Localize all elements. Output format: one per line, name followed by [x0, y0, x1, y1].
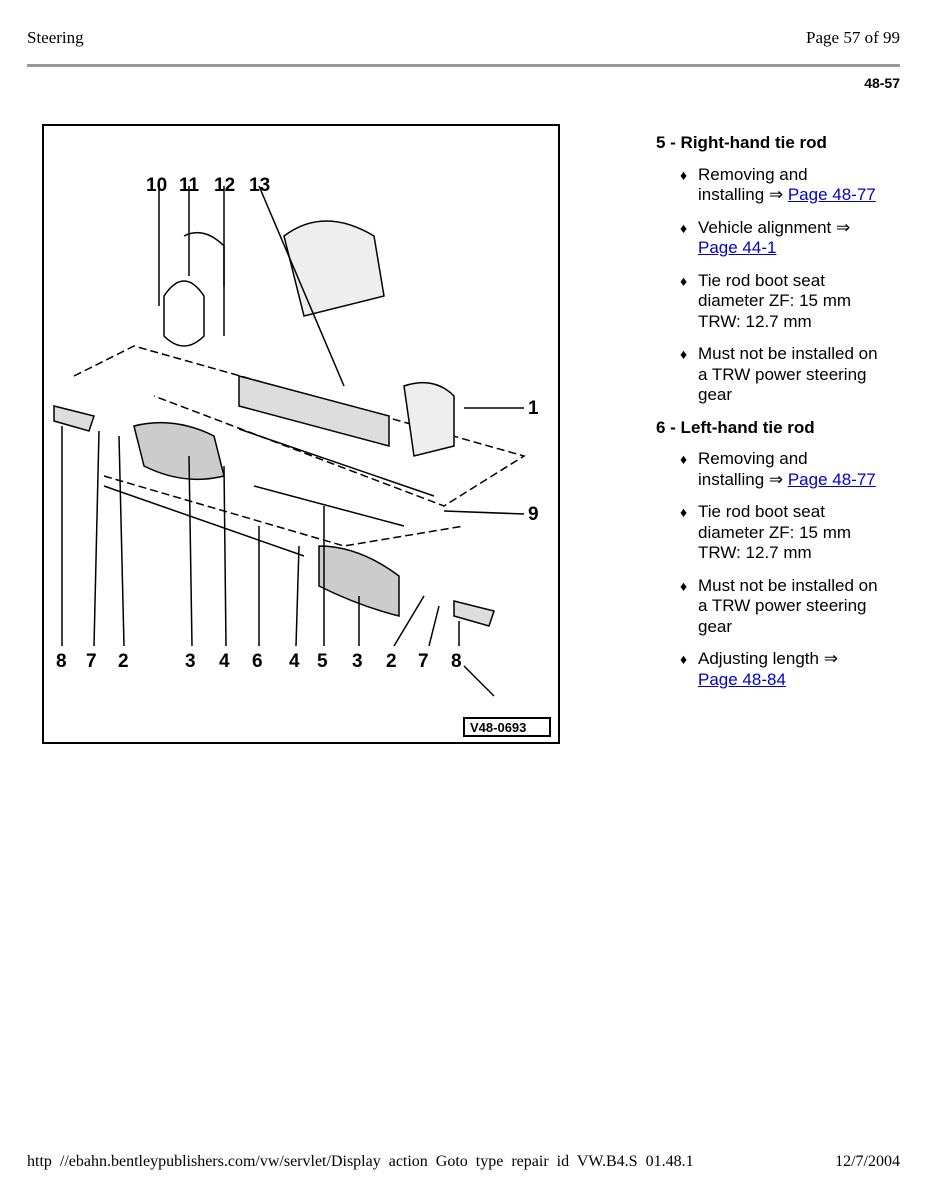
diamond-bullet-icon: ♦	[680, 451, 688, 467]
callout-12: 12	[214, 175, 235, 196]
header-title: Steering	[27, 28, 84, 47]
list-item: ♦Removing and installing ⇒ Page 48-77	[680, 164, 876, 205]
page-id: 48-57	[864, 75, 900, 91]
callout-7b: 7	[418, 651, 429, 672]
callout-6: 6	[252, 651, 263, 672]
callout-3: 3	[185, 651, 196, 672]
diamond-bullet-icon: ♦	[680, 272, 688, 289]
parts-description: 5 - Right-hand tie rod ♦Removing and ins…	[656, 133, 906, 702]
callout-1: 1	[528, 398, 539, 419]
callout-2b: 2	[386, 651, 397, 672]
callout-10: 10	[146, 175, 167, 196]
section-title: 6 - Left-hand tie rod	[656, 417, 815, 437]
callout-3b: 3	[352, 651, 363, 672]
list-item: ♦Must not be installed on a TRW power st…	[680, 344, 878, 404]
callout-13: 13	[249, 175, 270, 196]
callout-7: 7	[86, 651, 97, 672]
steering-gear-exploded-diagram: 10 11 12 13 1 9 8 7 2 3 4 6 4 5 3 2 7 8 …	[42, 124, 560, 744]
callout-2: 2	[118, 651, 129, 672]
footer-date: 12/7/2004	[835, 1153, 900, 1170]
diamond-bullet-icon: ♦	[680, 577, 688, 594]
list-item: ♦Tie rod boot seat diameter ZF: 15 mm TR…	[680, 502, 852, 562]
callout-11: 11	[179, 175, 200, 196]
callout-4: 4	[219, 651, 230, 672]
callout-5: 5	[317, 651, 328, 672]
diamond-bullet-icon: ♦	[680, 651, 688, 667]
callout-8b: 8	[451, 651, 462, 672]
callout-8: 8	[56, 651, 67, 672]
list-item: ♦Vehicle alignment ⇒ Page 44-1	[680, 217, 851, 258]
page-footer: http //ebahn.bentleypublishers.com/vw/se…	[27, 1153, 900, 1171]
diamond-bullet-icon: ♦	[680, 504, 688, 520]
footer-url: http //ebahn.bentleypublishers.com/vw/se…	[27, 1153, 694, 1170]
list-item: ♦Must not be installed on a TRW power st…	[680, 575, 878, 636]
diagram-svg: 10 11 12 13 1 9 8 7 2 3 4 6 4 5 3 2 7 8 …	[53, 175, 551, 737]
callout-4b: 4	[289, 651, 300, 672]
section-6-list: ♦Removing and installing ⇒ Page 48-77 ♦T…	[656, 449, 906, 690]
list-item: ♦Tie rod boot seat diameter ZF: 15 mm TR…	[680, 270, 852, 331]
page-link[interactable]: Page 48-77	[787, 185, 876, 204]
page-link[interactable]: Page 44-1	[698, 238, 777, 257]
section-title: 5 - Right-hand tie rod	[656, 133, 827, 152]
diamond-bullet-icon: ♦	[680, 166, 688, 183]
list-item: ♦Adjusting length ⇒ Page 48-84	[680, 649, 838, 689]
page-link[interactable]: Page 48-77	[787, 469, 876, 489]
page-link[interactable]: Page 48-84	[698, 669, 786, 689]
figure-code: V48-0693	[470, 720, 526, 735]
diamond-bullet-icon: ♦	[680, 219, 688, 236]
list-item: ♦Removing and installing ⇒ Page 48-77	[680, 449, 876, 489]
page-number: Page 57 of 99	[806, 28, 900, 47]
diamond-bullet-icon: ♦	[680, 346, 688, 362]
header-divider	[27, 64, 900, 67]
section-5-list: ♦Removing and installing ⇒ Page 48-77 ♦V…	[656, 165, 906, 406]
callout-9: 9	[528, 504, 539, 525]
